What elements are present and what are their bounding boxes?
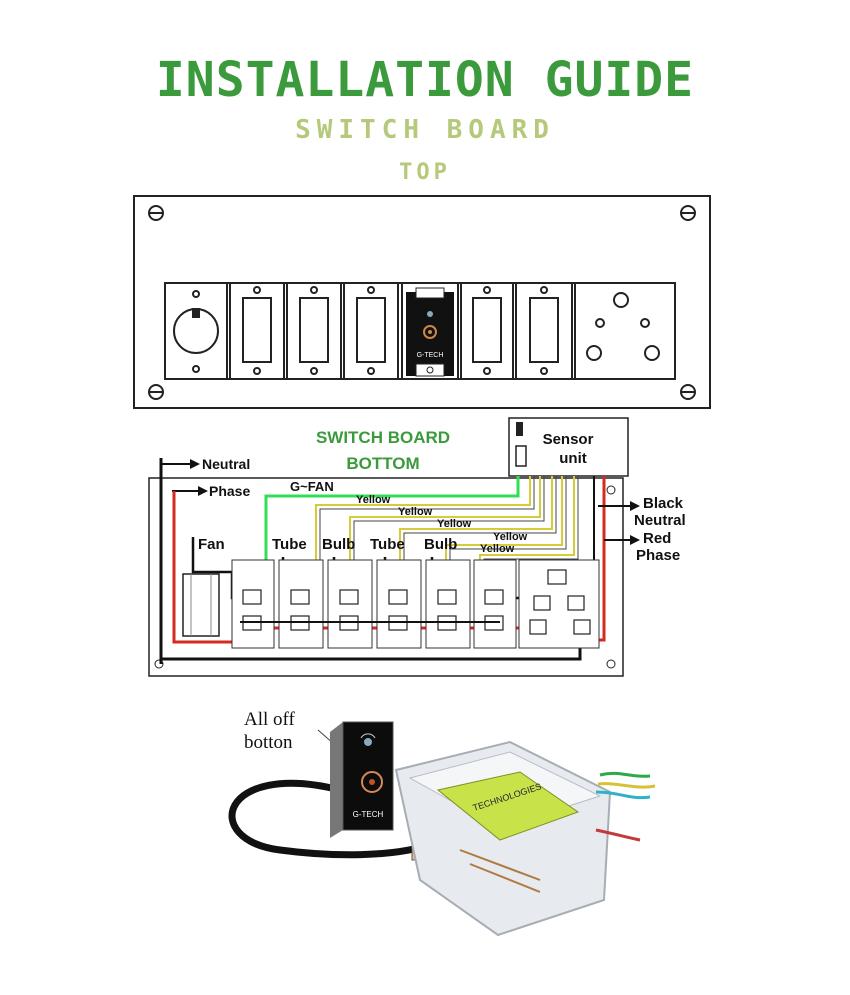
page-title: INSTALLATION GUIDE bbox=[155, 52, 695, 108]
bottom-title-line2: BOTTOM bbox=[346, 454, 419, 473]
sensor-box-icon: TECHNOLOGIES bbox=[394, 740, 612, 937]
socket-icon bbox=[574, 282, 676, 380]
legend-black: Black bbox=[643, 495, 684, 512]
yellow-label-3: Yellow bbox=[437, 518, 472, 530]
load-label-tube-1: Tube bbox=[272, 536, 307, 553]
arrow-icon bbox=[630, 501, 640, 511]
bottom-title-line1: SWITCH BOARD bbox=[316, 428, 450, 447]
terminal-icon bbox=[242, 569, 591, 635]
switch-brand-text: G-TECH bbox=[353, 810, 384, 819]
sensor-brand-text: G-TECH bbox=[417, 352, 444, 359]
legend-phase: Phase bbox=[636, 547, 680, 564]
arrow-icon bbox=[190, 459, 200, 469]
gfan-label: G~FAN bbox=[290, 479, 334, 494]
load-label-bulb-1: Bulb bbox=[322, 536, 355, 553]
load-label-bulb-2: Bulb bbox=[424, 536, 457, 553]
load-label-tube-2: Tube bbox=[370, 536, 405, 553]
section-top-label: TOP bbox=[399, 160, 451, 185]
yellow-label-5: Yellow bbox=[480, 543, 515, 555]
sensor-module-icon: G-TECH bbox=[401, 282, 459, 380]
fan-regulator-icon bbox=[182, 573, 220, 637]
page-subtitle: SWITCH BOARD bbox=[295, 115, 555, 145]
all-off-switch-icon: G-TECH bbox=[330, 721, 394, 838]
sensor-unit-label-1: Sensor bbox=[543, 431, 594, 448]
sensor-unit-label-2: unit bbox=[559, 450, 587, 467]
screw-icon bbox=[148, 205, 696, 400]
rocker-switch-icon bbox=[229, 282, 573, 380]
neutral-label: Neutral bbox=[202, 456, 250, 472]
phase-label: Phase bbox=[209, 483, 250, 499]
all-off-label-2: botton bbox=[244, 732, 293, 753]
load-label-fan: Fan bbox=[198, 536, 225, 553]
arrow-icon bbox=[630, 535, 640, 545]
legend-neutral: Neutral bbox=[634, 512, 686, 529]
yellow-label-2: Yellow bbox=[398, 506, 433, 518]
arrow-icon bbox=[198, 486, 208, 496]
yellow-label-1: Yellow bbox=[356, 494, 391, 506]
all-off-label-1: All off bbox=[244, 709, 295, 730]
regulator-knob-icon bbox=[164, 282, 228, 380]
legend-red: Red bbox=[643, 530, 671, 547]
sensor-unit-box: Sensor unit bbox=[508, 417, 629, 477]
yellow-label-4: Yellow bbox=[493, 531, 528, 543]
